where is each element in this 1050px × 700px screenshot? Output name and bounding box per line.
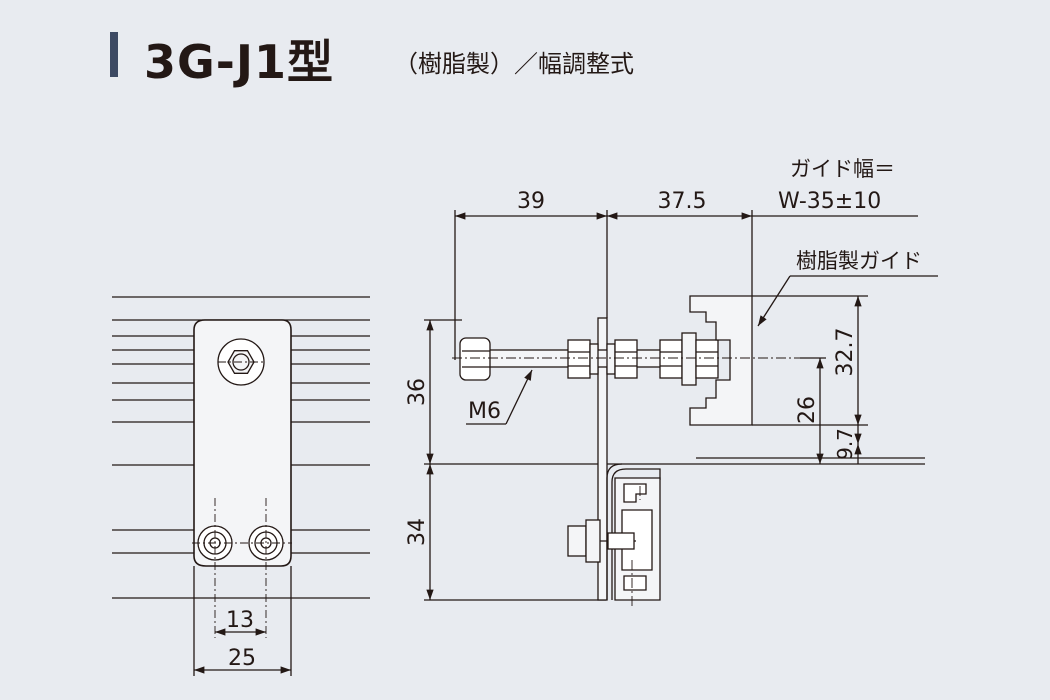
- dim-guide-center-label: 26: [795, 396, 820, 424]
- side-centerlines: [452, 357, 800, 608]
- dim-top-left-label: 39: [517, 189, 545, 214]
- dim-right: [752, 295, 868, 464]
- resin-guide: [689, 295, 753, 426]
- conveyor-frame: [606, 457, 925, 601]
- side-view: [424, 210, 938, 608]
- dim-upper-height-label: 36: [405, 378, 430, 406]
- bolt-leader-diagonal: [505, 369, 533, 425]
- dim-top-right-label: 37.5: [658, 189, 707, 214]
- upright-plate: [597, 317, 608, 601]
- guide-width-label-1: ガイド幅＝: [790, 157, 895, 181]
- title-accent-bar: [110, 32, 118, 77]
- front-centerlines: [192, 361, 292, 638]
- guide-leader-diagonal: [757, 275, 791, 327]
- dim-lower-height-label: 34: [405, 518, 430, 546]
- model-subtitle: （樹脂製）／幅調整式: [394, 50, 634, 78]
- bolt-size-label: M6: [468, 399, 501, 424]
- profile-bolt: [567, 519, 636, 563]
- model-title: 3G-J1型: [144, 35, 334, 89]
- dim-hole-pitch-label: 13: [226, 608, 254, 633]
- front-view: [112, 296, 370, 676]
- guide-width-label-2: W-35±10: [778, 189, 881, 214]
- threaded-rod: [459, 332, 719, 386]
- dim-bracket-width: [193, 566, 292, 676]
- dim-guide-offset-label: 9.7: [833, 428, 857, 460]
- dim-guide-height-label: 32.7: [833, 328, 858, 377]
- bracket-plate: [193, 319, 292, 567]
- guide-callout-label: 樹脂製ガイド: [796, 249, 922, 273]
- dim-bracket-width-label: 25: [228, 646, 256, 671]
